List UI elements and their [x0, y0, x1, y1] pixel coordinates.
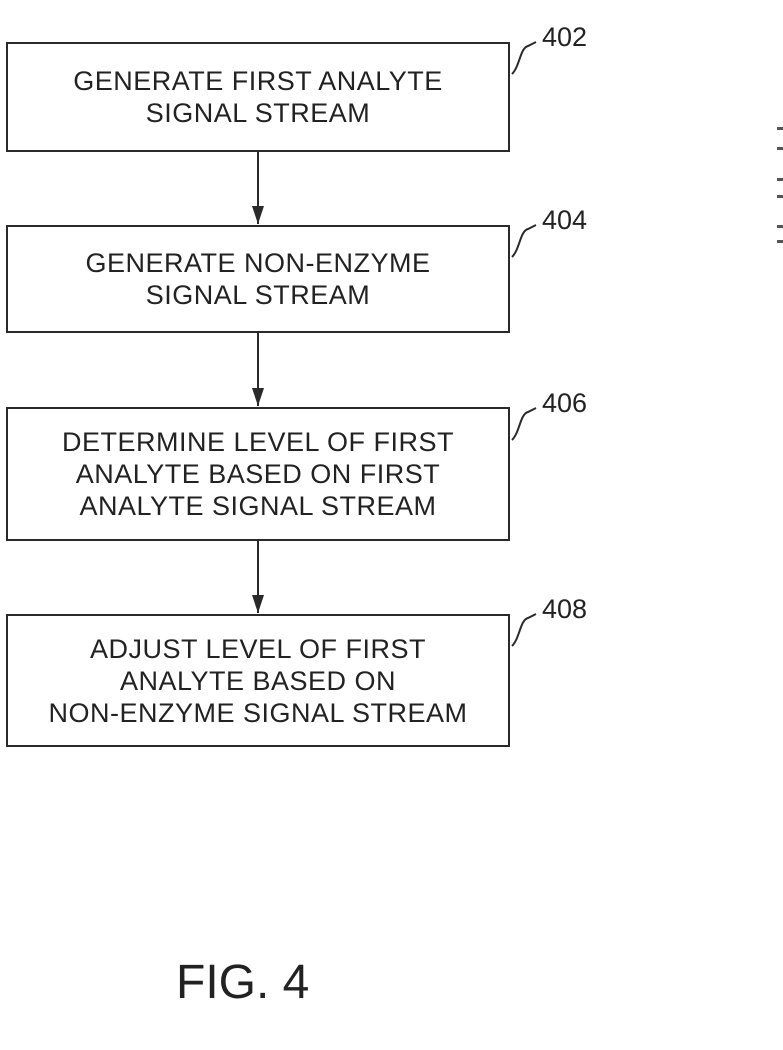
edge-mark — [777, 240, 783, 243]
arrowhead-404 — [252, 206, 264, 224]
edge-mark — [777, 178, 783, 181]
ref-label-408: 408 — [542, 594, 588, 624]
edge-mark — [777, 225, 783, 228]
figure-caption: FIG. 4 — [176, 956, 310, 1009]
leader-line-404 — [511, 224, 537, 258]
arrowhead-406 — [252, 388, 264, 406]
ref-label-406: 406 — [542, 388, 588, 418]
step-box-404: GENERATE NON-ENZYME SIGNAL STREAM — [6, 225, 510, 333]
step-text-402: GENERATE FIRST ANALYTE SIGNAL STREAM — [73, 66, 443, 128]
edge-mark — [777, 127, 783, 130]
edge-mark — [777, 195, 783, 198]
leader-line-402 — [511, 41, 537, 75]
leader-line-408 — [511, 613, 537, 647]
ref-label-402: 402 — [542, 22, 588, 52]
arrowhead-408 — [252, 595, 264, 613]
step-box-406: DETERMINE LEVEL OF FIRST ANALYTE BASED O… — [6, 407, 510, 541]
edge-mark — [777, 147, 783, 150]
leader-line-406 — [511, 407, 537, 441]
step-box-402: GENERATE FIRST ANALYTE SIGNAL STREAM — [6, 42, 510, 152]
step-text-404: GENERATE NON-ENZYME SIGNAL STREAM — [85, 248, 431, 310]
ref-label-404: 404 — [542, 205, 588, 235]
step-text-406: DETERMINE LEVEL OF FIRST ANALYTE BASED O… — [61, 427, 455, 521]
step-box-408: ADJUST LEVEL OF FIRST ANALYTE BASED ON N… — [6, 614, 510, 747]
step-text-408: ADJUST LEVEL OF FIRST ANALYTE BASED ON N… — [48, 633, 468, 728]
